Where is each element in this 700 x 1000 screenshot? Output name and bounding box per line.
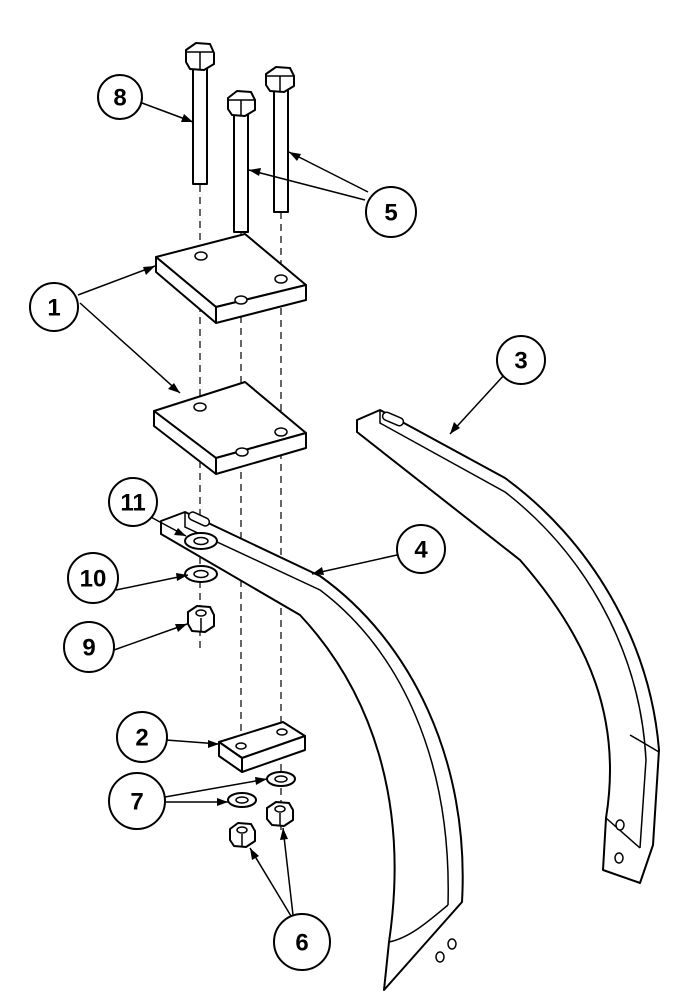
callout-10-label: 10 bbox=[80, 566, 107, 593]
callout-10: 10 bbox=[67, 552, 119, 604]
callout-6: 6 bbox=[273, 913, 331, 971]
callout-4-label: 4 bbox=[414, 537, 428, 564]
leader-lines bbox=[77, 102, 506, 917]
callout-7-label: 7 bbox=[130, 789, 143, 816]
curved-shank-back bbox=[356, 409, 660, 884]
hex-nut-lower-left bbox=[229, 822, 256, 848]
washer-lower-right bbox=[266, 771, 296, 787]
washer-lower-left bbox=[227, 792, 257, 808]
callout-8: 8 bbox=[97, 74, 143, 120]
hex-nut-lower-right bbox=[266, 801, 294, 827]
clamp-plate-lower bbox=[153, 381, 307, 475]
callout-2: 2 bbox=[116, 711, 168, 763]
hex-nut-left bbox=[187, 605, 215, 633]
curved-shank-front bbox=[160, 511, 464, 991]
bolt-long bbox=[185, 42, 215, 185]
callout-5: 5 bbox=[365, 186, 417, 238]
callout-4: 4 bbox=[396, 524, 446, 574]
bolt-right bbox=[265, 66, 295, 213]
callout-5-label: 5 bbox=[384, 200, 397, 227]
callout-9-label: 9 bbox=[82, 635, 95, 662]
callout-3-label: 3 bbox=[514, 348, 527, 375]
callout-3: 3 bbox=[496, 335, 546, 385]
callout-1-label: 1 bbox=[47, 295, 60, 322]
bolt-middle bbox=[227, 90, 256, 233]
callout-1: 1 bbox=[29, 282, 79, 332]
flat-washer bbox=[184, 565, 218, 583]
callout-11: 11 bbox=[108, 477, 158, 527]
callout-2-label: 2 bbox=[135, 725, 148, 752]
callout-11-label: 11 bbox=[120, 490, 145, 517]
lock-washer bbox=[184, 532, 218, 550]
callout-9: 9 bbox=[63, 621, 115, 673]
callout-8-label: 8 bbox=[113, 85, 126, 112]
callout-6-label: 6 bbox=[295, 930, 308, 957]
clamp-plate-upper bbox=[155, 233, 307, 324]
callout-7: 7 bbox=[108, 772, 166, 830]
backing-plate bbox=[218, 721, 306, 773]
